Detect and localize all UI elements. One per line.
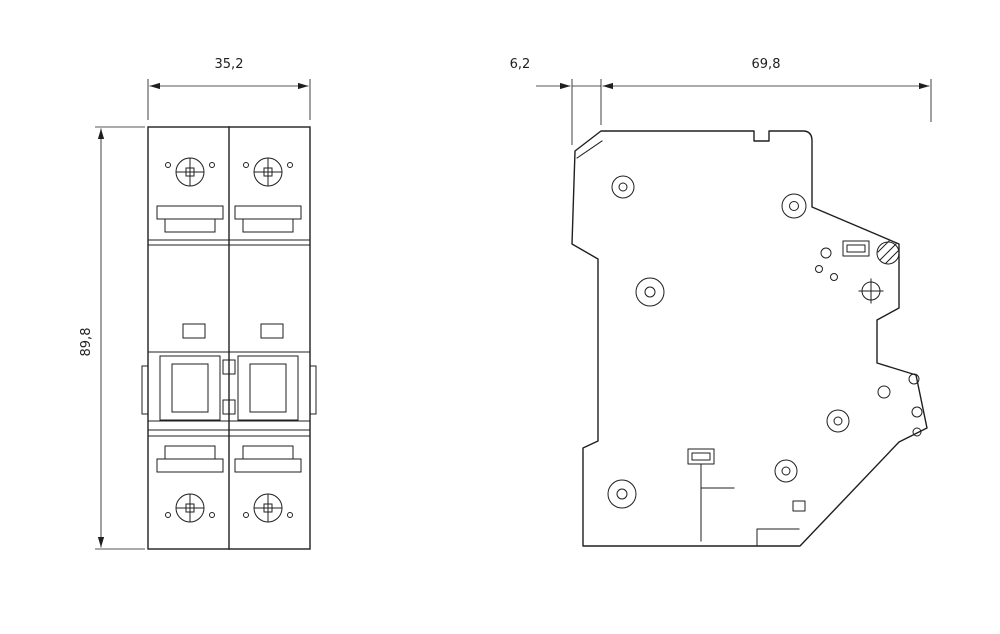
pivot-hole-icon: [911, 406, 923, 418]
terminal-window: [687, 448, 715, 465]
dim-side-depth: 69,8: [602, 57, 932, 122]
clip-detail: [792, 500, 806, 512]
front-height-dimension-label: 89,8: [79, 328, 94, 357]
din-rail-foot: [756, 528, 800, 547]
rivet-icon: [826, 409, 850, 433]
rivet-icon: [774, 459, 798, 483]
terminal-window: [842, 240, 870, 257]
right-side-tab: [309, 365, 317, 415]
crosshead-screw-icon: [858, 278, 884, 304]
rivet-icon: [635, 277, 665, 307]
dim-front-height: 89,8: [79, 126, 145, 550]
pole-connector-pin: [222, 359, 236, 375]
terminal-screw-icon: [876, 240, 900, 265]
rivet-icon: [611, 175, 635, 199]
rivet-icon: [781, 193, 807, 219]
side-view: [571, 130, 928, 547]
pole-connector-pin: [222, 399, 236, 415]
front-width-dimension-label: 35,2: [215, 57, 244, 72]
left-side-tab: [141, 365, 149, 415]
pivot-hole-icon: [877, 385, 891, 399]
pole-2: [234, 157, 302, 523]
front-view: [141, 126, 317, 550]
dim-side-offset: 6,2: [510, 57, 602, 145]
dim-front-width: 35,2: [147, 57, 311, 120]
front-face-inner-edge: [576, 140, 603, 159]
pivot-hole-icon: [820, 247, 832, 259]
pivot-hole-icon: [815, 265, 823, 273]
pivot-hole-icon: [908, 373, 920, 385]
side-depth-dimension-label: 69,8: [752, 57, 781, 72]
pivot-hole-icon: [912, 427, 922, 437]
pole-1: [156, 157, 224, 523]
rivet-icon: [607, 479, 637, 509]
side-view-outline: [571, 130, 928, 547]
pivot-hole-icon: [830, 273, 838, 281]
side-offset-dimension-label: 6,2: [510, 57, 531, 72]
